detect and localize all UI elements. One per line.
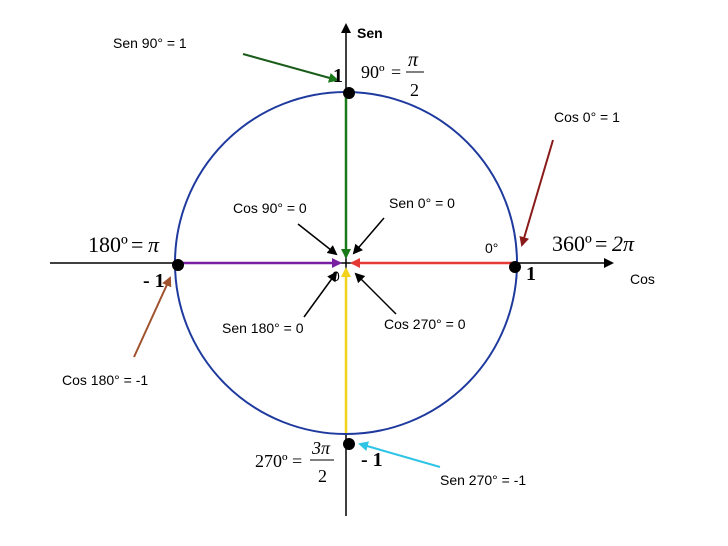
cos270-label: Cos 270° = 0 [384,316,466,332]
cos270-pointer [354,272,397,315]
svg-text:360º: 360º [552,231,592,256]
sen-axis-label: Sen [357,25,383,41]
svg-text:2: 2 [318,466,327,486]
sen270-label: Sen 270° = -1 [440,472,526,488]
top-one-label: 1 [333,65,343,87]
point-0 [509,261,521,273]
sen270-pointer [358,441,441,468]
cos0-label: Cos 0° = 1 [554,109,620,125]
svg-text:π: π [408,49,419,71]
cos-axis-label: Cos [630,271,655,287]
origin-label: 0 [332,268,340,284]
svg-text:=: = [595,231,607,256]
svg-text:=: = [391,62,401,82]
sen90-pointer [242,53,339,83]
svg-text:270º: 270º [255,451,288,471]
svg-text:3π: 3π [311,438,331,458]
svg-text:π: π [148,232,160,257]
sen90-label: Sen 90° = 1 [113,35,187,51]
point-270 [343,438,355,450]
svg-text:=: = [292,451,302,471]
right-one-label: 1 [526,263,536,285]
cos0-pointer [519,139,554,247]
sen180-label: Sen 180° = 0 [222,320,304,336]
cos90-label: Cos 90° = 0 [233,200,307,216]
cos90-pointer [297,223,338,256]
sen0-pointer [352,217,385,255]
zero-degree-label: 0° [485,240,498,256]
angle-360-formula: 360º = 2π [552,231,635,256]
cos180-label: Cos 180° = -1 [62,372,148,388]
svg-text:=: = [131,232,143,257]
cos180-pointer [133,276,172,358]
svg-text:90º: 90º [361,62,385,82]
svg-text:2π: 2π [612,231,635,256]
angle-270-formula: 270º = 3π 2 [255,438,334,486]
sen0-label: Sen 0° = 0 [389,195,455,211]
bottom-minus-one-label: - 1 [361,449,383,471]
angle-90-formula: 90º = π 2 [361,49,424,100]
sen180-pointer [303,271,338,318]
point-90 [343,87,355,99]
angle-180-formula: 180º = π [88,232,160,257]
point-180 [172,259,184,271]
svg-text:2: 2 [410,80,419,100]
svg-text:180º: 180º [88,232,128,257]
left-minus-one-label: - 1 [143,270,165,292]
